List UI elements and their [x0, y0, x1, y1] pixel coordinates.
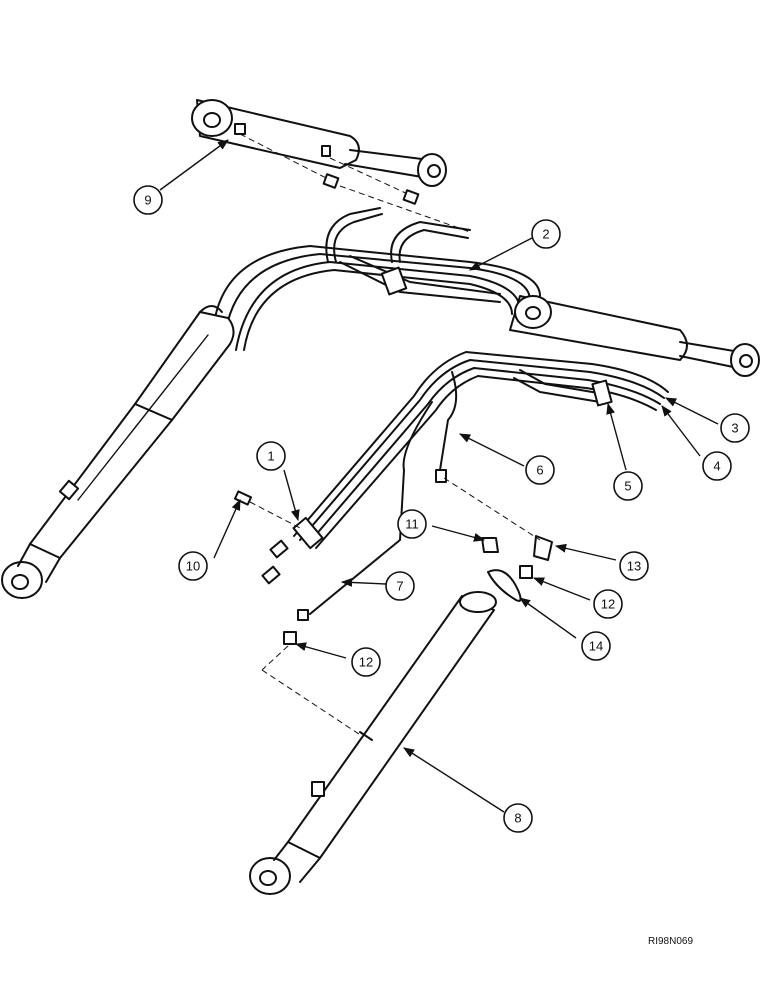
callout-2: 2: [531, 219, 561, 249]
lower-hose-bundle: [261, 351, 669, 615]
callout-8: 8: [503, 803, 533, 833]
svg-text:9: 9: [144, 193, 151, 208]
svg-text:4: 4: [713, 459, 720, 474]
svg-text:12: 12: [601, 597, 615, 612]
svg-text:14: 14: [589, 639, 603, 654]
svg-text:6: 6: [536, 463, 543, 478]
callout-3: 3: [720, 413, 750, 443]
callout-1: 1: [256, 441, 286, 471]
loose-fittings: [233, 477, 553, 741]
svg-text:11: 11: [405, 517, 419, 532]
svg-text:10: 10: [186, 559, 200, 574]
svg-text:1: 1: [267, 449, 274, 464]
figure-id: RI98N069: [648, 936, 693, 947]
top-cylinder: [191, 99, 447, 187]
top-fittings: [239, 133, 471, 233]
callout-12-right: 12: [593, 589, 623, 619]
callout-12-lower: 12: [351, 647, 381, 677]
svg-text:13: 13: [627, 559, 641, 574]
callout-13: 13: [619, 551, 649, 581]
left-cylinder: [1, 305, 235, 599]
callout-7: 7: [385, 571, 415, 601]
upper-hose-bundle: [214, 207, 541, 351]
lower-cylinder: [249, 591, 497, 895]
callout-14: 14: [581, 631, 611, 661]
callout-10: 10: [178, 551, 208, 581]
callout-6: 6: [525, 455, 555, 485]
callout-11: 11: [397, 509, 427, 539]
svg-text:8: 8: [514, 811, 521, 826]
callout-5: 5: [613, 471, 643, 501]
svg-text:12: 12: [359, 655, 373, 670]
callout-4: 4: [702, 451, 732, 481]
svg-text:7: 7: [396, 579, 403, 594]
callout-9: 9: [133, 185, 163, 215]
leader-lines: [159, 139, 719, 813]
svg-text:2: 2: [542, 227, 549, 242]
svg-text:3: 3: [731, 421, 738, 436]
right-cylinder: [509, 295, 760, 377]
svg-text:5: 5: [624, 479, 631, 494]
